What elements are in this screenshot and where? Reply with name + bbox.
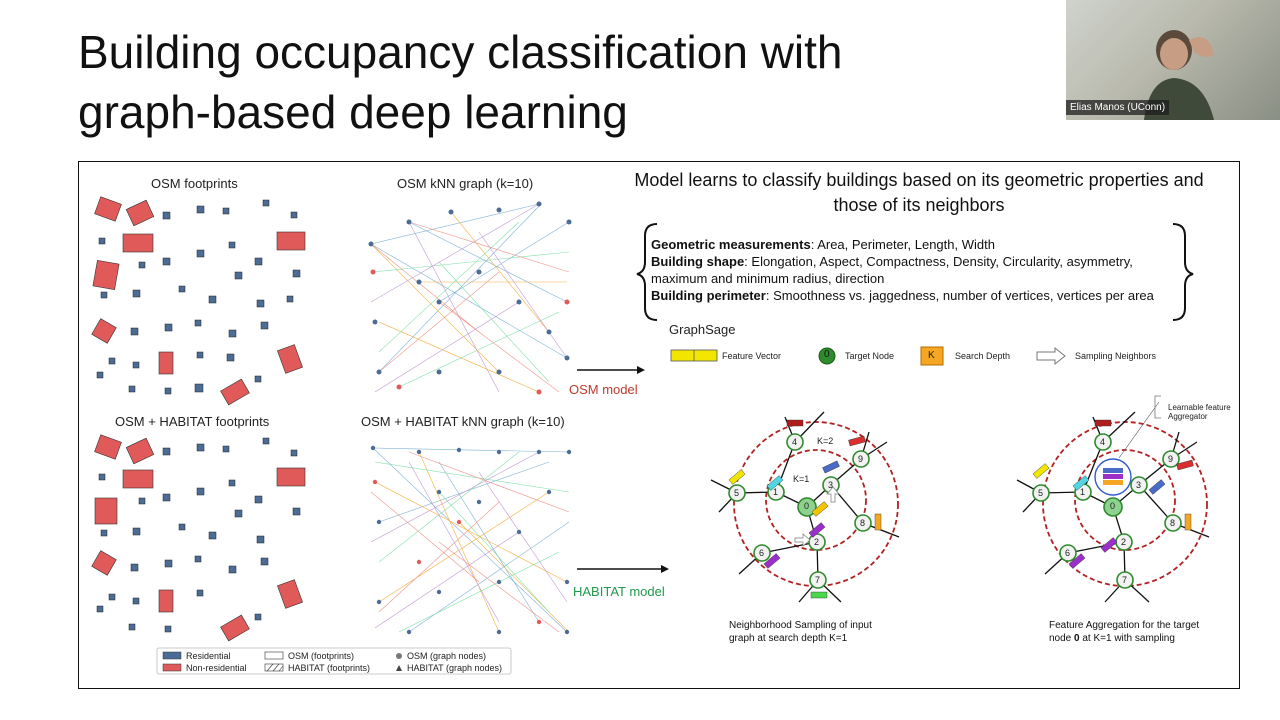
- osm-knn-graph: [369, 202, 572, 395]
- panel-label-osm-footprints: OSM footprints: [151, 176, 238, 191]
- feature-geometric: Geometric measurements: Area, Perimeter,…: [651, 236, 1171, 253]
- left-diagram-caption: Neighborhood Sampling of input graph at …: [729, 619, 872, 645]
- right-node-0: 0: [1110, 501, 1115, 511]
- osm-model-label: OSM model: [569, 382, 638, 397]
- slide-title-line-1: Building occupancy classification with: [78, 22, 843, 82]
- left-node-1: 1: [773, 487, 778, 497]
- feature-aggregation-diagram: [1017, 396, 1209, 602]
- right-node-7: 7: [1122, 575, 1127, 585]
- legend-target-node: Target Node: [845, 351, 894, 361]
- arrow-to-osm-model: [577, 366, 645, 374]
- right-node-3: 3: [1136, 480, 1141, 490]
- left-node-6: 6: [759, 548, 764, 558]
- habitat-model-label: HABITAT model: [573, 584, 665, 599]
- left-node-9: 9: [858, 454, 863, 464]
- left-node-2: 2: [814, 537, 819, 547]
- left-node-4: 4: [792, 437, 797, 447]
- aggregator-label-line-2: Aggregator: [1168, 412, 1208, 421]
- research-figure: OSM footprints OSM kNN graph (k=10) OSM …: [78, 161, 1240, 689]
- left-node-5: 5: [734, 488, 739, 498]
- feature-perimeter: Building perimeter: Smoothness vs. jagge…: [651, 287, 1171, 304]
- right-diagram-caption: Feature Aggregation for the target node …: [1049, 619, 1199, 645]
- left-node-0: 0: [804, 501, 809, 511]
- legend-habitat-footprints: HABITAT (footprints): [288, 663, 370, 673]
- panel-label-osm-knn-graph: OSM kNN graph (k=10): [397, 176, 533, 191]
- legend-habitat-graph-nodes: HABITAT (graph nodes): [407, 663, 502, 673]
- legend-non-residential: Non-residential: [186, 663, 247, 673]
- legend-target-node-symbol: 0: [824, 349, 830, 360]
- right-node-2: 2: [1121, 537, 1126, 547]
- participant-name-label: Elias Manos (UConn): [1066, 100, 1169, 115]
- panel-label-habitat-knn-graph: OSM + HABITAT kNN graph (k=10): [361, 414, 565, 429]
- panel-label-habitat-footprints: OSM + HABITAT footprints: [115, 414, 269, 429]
- legend-feature-vector: Feature Vector: [722, 351, 781, 361]
- legend-search-depth: Search Depth: [955, 351, 1010, 361]
- right-node-5: 5: [1038, 488, 1043, 498]
- habitat-knn-graph: [371, 446, 571, 634]
- slide-title: Building occupancy classification with g…: [78, 22, 843, 142]
- right-node-6: 6: [1065, 548, 1070, 558]
- legend-sampling-neighbors: Sampling Neighbors: [1075, 351, 1156, 361]
- habitat-footprints-map: [92, 435, 305, 641]
- legend-osm-graph-nodes: OSM (graph nodes): [407, 651, 486, 661]
- graphsage-title: GraphSage: [669, 322, 736, 337]
- legend-residential: Residential: [186, 651, 231, 661]
- legend-osm-footprints: OSM (footprints): [288, 651, 354, 661]
- right-node-4: 4: [1100, 437, 1105, 447]
- legend-search-depth-symbol: K: [928, 350, 935, 361]
- left-diagram-k1-label: K=1: [793, 474, 809, 484]
- left-node-8: 8: [860, 518, 865, 528]
- left-node-7: 7: [815, 575, 820, 585]
- right-node-9: 9: [1168, 454, 1173, 464]
- aggregator-label-line-1: Learnable feature: [1168, 403, 1231, 412]
- participant-video-tile[interactable]: Elias Manos (UConn): [1066, 0, 1280, 120]
- left-diagram-k2-label: K=2: [817, 436, 833, 446]
- right-node-1: 1: [1080, 487, 1085, 497]
- feature-list: Geometric measurements: Area, Perimeter,…: [639, 224, 1185, 320]
- arrow-to-habitat-model: [577, 565, 669, 573]
- right-node-8: 8: [1170, 518, 1175, 528]
- left-node-3: 3: [828, 480, 833, 490]
- osm-footprints-map: [92, 197, 305, 405]
- slide-title-line-2: graph-based deep learning: [78, 82, 843, 142]
- figure-headline: Model learns to classify buildings based…: [619, 168, 1219, 218]
- feature-shape: Building shape: Elongation, Aspect, Comp…: [651, 253, 1171, 287]
